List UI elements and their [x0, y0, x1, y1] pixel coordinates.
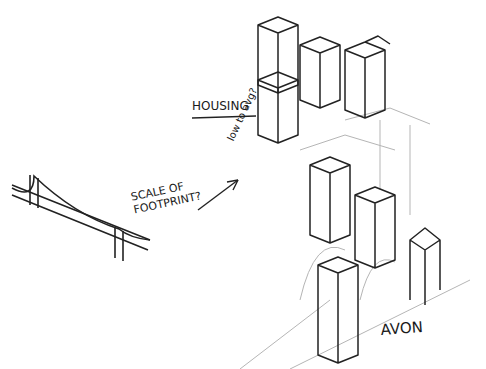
heading-label: HOUSING	[192, 100, 272, 114]
leader-arrow	[198, 180, 238, 210]
tower-blocks	[258, 17, 440, 363]
bridge-drawing	[12, 175, 150, 261]
note-label: SCALE OF FOOTPRINT?	[130, 175, 214, 216]
place-label: AVON	[380, 318, 441, 339]
construction-lines	[240, 108, 470, 369]
